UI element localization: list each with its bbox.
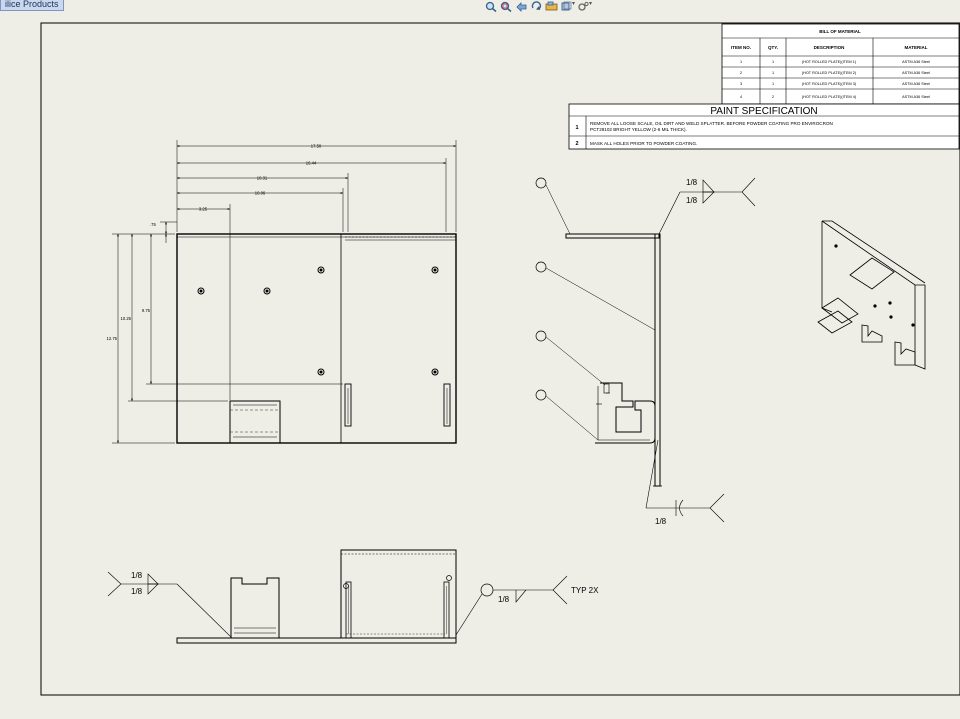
front-view <box>176 233 457 444</box>
zoom-to-area-icon <box>500 1 512 12</box>
previous-view-button[interactable] <box>514 0 528 12</box>
bom-cell: 1 <box>772 60 774 64</box>
weld-size-left-1: 1/8 <box>131 571 143 580</box>
weld-size-top-1: 1/8 <box>686 178 698 187</box>
paint-specification-table: PAINT SPECIFICATION 1 REMOVE ALL LOOSE S… <box>568 103 960 150</box>
document-tab[interactable]: ilice Products <box>0 0 64 11</box>
vertical-dimensions: 12.75 10.25 9.75 .75 <box>107 221 343 444</box>
bom-cell: (HOT ROLLED PLATE)(ITEM 4) <box>802 95 857 99</box>
paint-spec-title: PAINT SPECIFICATION <box>710 106 817 117</box>
paint-spec-row-no: 2 <box>575 141 578 147</box>
bom-cell: 1 <box>740 60 742 64</box>
bom-cell: 4 <box>740 95 742 99</box>
view-settings-button[interactable] <box>576 0 590 12</box>
view-toolbar: ▾ ▾ <box>484 0 592 12</box>
side-view <box>535 177 756 523</box>
bom-cell: (HOT ROLLED PLATE)(ITEM 1) <box>802 60 857 64</box>
dim-width-2: 16.44 <box>306 161 317 166</box>
dim-small: .75 <box>150 222 156 227</box>
horizontal-dimensions: 17.50 16.44 10.31 10.06 3.25 <box>176 140 457 400</box>
view-settings-icon <box>577 1 589 11</box>
bom-header-material: MATERIAL <box>905 45 928 50</box>
dim-width-5: 3.25 <box>199 207 208 212</box>
bom-header-description: DESCRIPTION <box>814 45 845 50</box>
dim-height-3: 12.75 <box>107 336 118 341</box>
pan-button[interactable] <box>544 0 558 12</box>
bom-cell: 2 <box>772 95 774 99</box>
display-style-button[interactable] <box>559 0 573 12</box>
bom-cell: 3 <box>740 82 742 86</box>
bom-cell: ASTM A36 Steel <box>902 95 930 99</box>
weld-typ-note: TYP 2X <box>571 586 599 595</box>
dim-height-1: 9.75 <box>142 308 151 313</box>
bom-cell: (HOT ROLLED PLATE)(ITEM 3) <box>802 82 857 86</box>
dim-width-4: 10.06 <box>255 191 266 196</box>
bom-cell: 1 <box>772 82 774 86</box>
previous-view-icon <box>515 1 526 12</box>
zoom-to-fit-button[interactable] <box>484 0 498 12</box>
bom-title: BILL OF MATERIAL <box>819 29 861 34</box>
paint-spec-row-text: REMOVE ALL LOOSE SCALE, OIL DIRT AND WEL… <box>590 121 833 126</box>
weld-size-bottom: 1/8 <box>655 517 667 526</box>
rotate-view-button[interactable] <box>529 0 543 12</box>
bill-of-material-table: BILL OF MATERIAL ITEM NO. QTY. DESCRIPTI… <box>721 23 960 105</box>
weld-size-top-2: 1/8 <box>686 196 698 205</box>
bom-header-qty: QTY. <box>768 45 778 50</box>
bom-cell: (HOT ROLLED PLATE)(ITEM 2) <box>802 71 857 75</box>
sheet-border <box>40 22 960 696</box>
rotate-view-icon <box>531 0 541 10</box>
bom-header-item: ITEM NO. <box>731 45 751 50</box>
zoom-to-fit-icon <box>485 1 497 12</box>
weld-size-right: 1/8 <box>498 595 510 604</box>
bom-cell: ASTM A36 Steel <box>902 82 930 86</box>
paint-spec-row-text: MASK ALL HOLES PRIOR TO POWDER COATING. <box>590 141 697 146</box>
bom-cell: ASTM A36 Steel <box>902 60 930 64</box>
paint-spec-row-no: 1 <box>575 125 578 131</box>
dim-overall-width: 17.50 <box>311 144 322 149</box>
display-style-icon <box>561 1 571 10</box>
pan-icon <box>545 1 557 10</box>
dim-width-3: 10.31 <box>257 176 268 181</box>
weld-size-left-2: 1/8 <box>131 587 143 596</box>
bom-cell: ASTM A36 Steel <box>902 71 930 75</box>
bom-cell: 2 <box>740 71 742 75</box>
chevron-down-icon[interactable]: ▾ <box>589 0 593 7</box>
bom-cell: 1 <box>772 71 774 75</box>
dim-height-2: 10.25 <box>121 316 132 321</box>
chevron-down-icon[interactable]: ▾ <box>572 0 576 7</box>
bottom-view <box>107 549 568 644</box>
paint-spec-row-text: PCT29102 BRIGHT YELLOW (2-6 MIL THICK). <box>590 127 687 132</box>
zoom-to-area-button[interactable] <box>499 0 513 12</box>
isometric-view <box>817 220 926 370</box>
